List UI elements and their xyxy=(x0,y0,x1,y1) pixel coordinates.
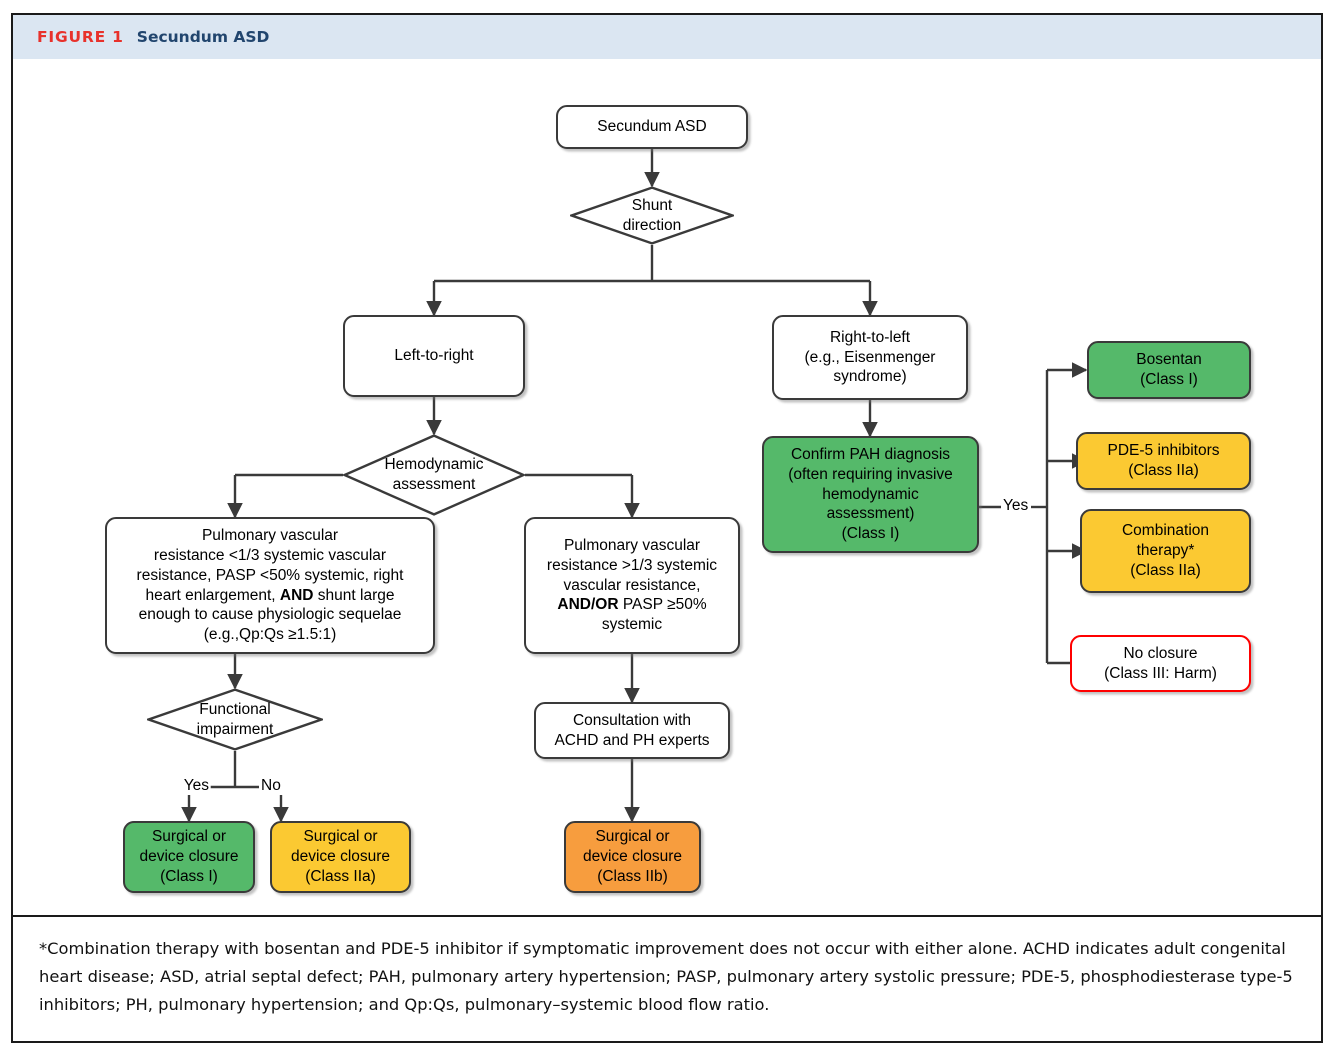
node-confirm-pah[interactable]: Confirm PAH diagnosis(often requiring in… xyxy=(762,436,979,553)
figure-footnote: *Combination therapy with bosentan and P… xyxy=(39,939,1293,1015)
node-no-closure-label: No closure(Class III: Harm) xyxy=(1104,644,1217,682)
figure-number-label: FIGURE 1 xyxy=(37,28,124,46)
diamond-shape xyxy=(567,186,737,245)
diamond-shape xyxy=(341,434,527,516)
figure-title: Secundum ASD xyxy=(136,28,270,46)
node-pde5-inhibitors-label: PDE-5 inhibitors(Class IIa) xyxy=(1107,442,1220,479)
node-left-to-right[interactable]: Left-to-right xyxy=(343,315,525,397)
node-secundum-asd-label: Secundum ASD xyxy=(597,118,707,136)
node-left-to-right-label: Left-to-right xyxy=(394,347,474,365)
node-confirm-pah-label: Confirm PAH diagnosis(often requiring in… xyxy=(788,445,953,543)
node-no-closure[interactable]: No closure(Class III: Harm) xyxy=(1070,635,1251,692)
diamond-shape xyxy=(144,688,326,751)
node-pde5-inhibitors[interactable]: PDE-5 inhibitors(Class IIa) xyxy=(1076,432,1251,490)
node-secundum-asd[interactable]: Secundum ASD xyxy=(556,105,748,149)
edge-label-no-functional: No xyxy=(259,777,283,795)
node-bosentan[interactable]: Bosentan(Class I) xyxy=(1087,341,1251,399)
footer-divider xyxy=(13,915,1321,917)
edge-label-yes-pah: Yes xyxy=(1001,497,1031,515)
figure-frame: FIGURE 1 Secundum ASD xyxy=(11,13,1323,1043)
edge-label-yes-functional: Yes xyxy=(181,777,211,795)
node-bosentan-label: Bosentan(Class I) xyxy=(1136,351,1202,388)
figure-header: FIGURE 1 Secundum ASD xyxy=(13,15,1321,59)
